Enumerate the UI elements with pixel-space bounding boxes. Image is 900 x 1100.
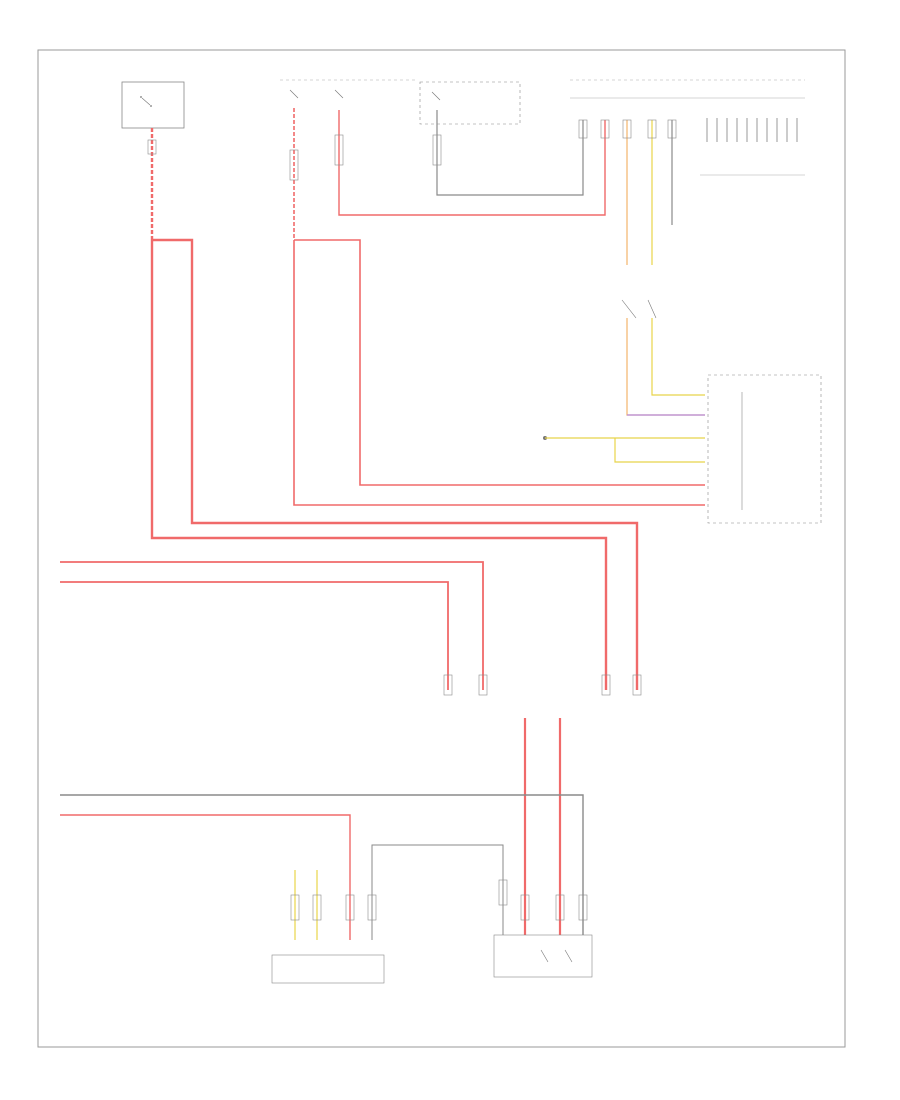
wire-left-fuse-feed	[150, 128, 639, 690]
wire-fuse-c-ecm	[338, 110, 606, 216]
wire-bottom-power	[60, 814, 351, 940]
splice-left-cluster	[543, 436, 705, 463]
wire-fuse-d-ecm	[436, 110, 584, 196]
wire-pd-trunk	[523, 718, 562, 935]
fuse-block-left	[121, 81, 185, 129]
fuse-block-middle	[280, 79, 415, 99]
ecm-connector-header	[570, 79, 805, 176]
wire-airbag-yellow	[294, 870, 318, 940]
trunk-switch	[493, 934, 593, 978]
wire-airbag-trunk	[371, 844, 504, 940]
ecm-pin-stubs	[706, 118, 798, 142]
connector-pins	[147, 119, 677, 921]
instrument-cluster	[707, 374, 822, 524]
wire-bottom-ground	[60, 794, 584, 935]
wire-switch-yellow	[651, 318, 705, 396]
wire-fuse-b-cluster	[293, 108, 705, 506]
wire-left-bus-upper	[60, 561, 484, 690]
ignition-switch	[621, 299, 657, 319]
airbag-module	[271, 954, 385, 984]
fuse-block-right	[419, 81, 521, 125]
diagram-frame	[37, 49, 846, 1048]
wire-switch-orange	[626, 318, 705, 416]
